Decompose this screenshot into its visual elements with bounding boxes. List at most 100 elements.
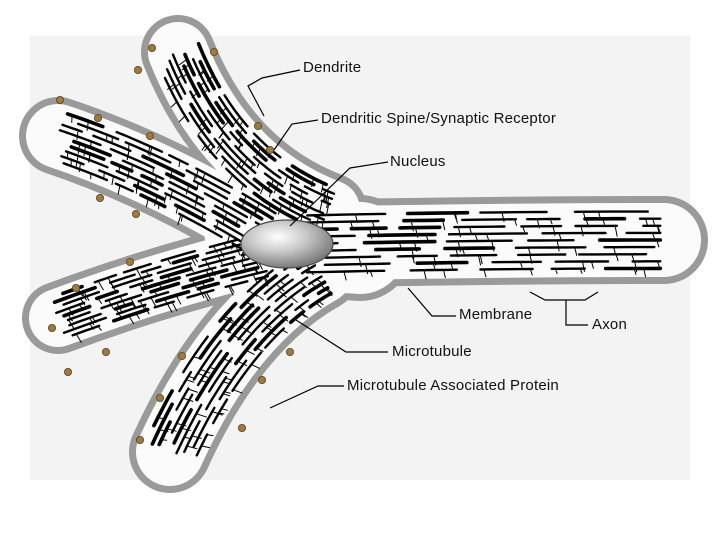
microtubule [186,289,215,299]
microtubule-associated-protein [254,293,265,301]
membrane-leader [407,287,456,317]
microtubule [303,185,334,201]
microtubule [261,303,294,333]
spine-dot [155,393,164,402]
microtubule [272,198,312,221]
microtubule-associated-protein [527,247,531,255]
microtubule [112,307,150,323]
microtubule-associated-protein [656,261,660,268]
label-dendritic-spine: Dendritic Spine/Synaptic Receptor [321,110,557,127]
microtubule-associated-protein [582,261,585,272]
microtubule-associated-protein [519,261,523,268]
microtubule [461,218,518,222]
microtubule-associated-protein [343,271,347,281]
microtubule [185,266,217,277]
microtubule-associated-protein [454,212,458,224]
microtubule-associated-protein [423,270,427,280]
microtubule [405,210,470,216]
microtubule-associated-protein [135,186,138,194]
microtubule-associated-protein [228,285,234,296]
microtubule [110,160,134,173]
spine-dot [253,122,262,131]
microtubule-associated-protein [207,434,214,437]
microtubule-associated-protein [554,268,558,275]
microtubule [150,402,174,446]
microtubule [140,275,181,291]
microtubule [402,218,446,223]
microtubule [409,268,459,272]
microtubule-associated-protein [643,268,647,278]
microtubule [100,293,143,310]
microtubule [108,273,136,284]
spine-dot [135,435,144,444]
spine-dot [133,66,142,75]
microtubule-associated-protein [225,377,232,381]
microtubule [149,281,181,294]
microtubule-associated-protein [221,120,230,130]
microtubule-associated-protein [240,184,244,191]
microtubule-associated-protein [656,239,660,248]
microtubule [189,90,214,128]
microtubule-associated-protein [75,333,83,344]
microtubule [109,147,156,170]
microtubule-associated-protein [163,193,168,204]
microtubule-associated-protein [652,232,655,239]
spine-dot [64,367,73,376]
spine-dot [48,323,57,332]
microtubule-associated-protein [457,226,461,238]
microtubule [115,130,164,153]
microtubule-associated-protein [186,379,195,383]
microtubule [98,169,126,183]
microtubule [197,134,218,160]
microtubule [66,311,91,322]
dendritic-spines [48,44,294,444]
spine-leader [273,119,319,151]
microtubule-associated-protein [579,268,583,274]
microtubule [137,291,170,303]
microtubule-associated-protein [195,169,199,179]
microtubule [224,167,248,188]
microtubule [398,225,442,230]
microtubule [252,139,277,162]
microtubule-associated-protein [185,184,190,195]
microtubule [170,393,194,434]
spine-dot [209,48,218,57]
microtubule [231,351,263,392]
microtubule [153,300,176,309]
microtubule-associated-protein [181,427,192,432]
microtubule [171,53,187,84]
microtubule [223,94,249,128]
microtubule [140,265,162,274]
microtubule-associated-protein [233,334,243,341]
microtubule-associated-protein [180,215,183,222]
microtubule-associated-protein [633,268,637,275]
microtubule-associated-protein [479,255,483,265]
spine-dot [237,423,246,432]
microtubule [168,180,205,201]
microtubule [191,58,211,93]
microtubule [205,243,241,255]
microtubule-associated-protein [201,445,211,449]
microtubule-associated-protein [178,115,186,123]
microtubule-associated-protein [245,349,255,356]
microtubule-associated-protein [97,280,104,291]
microtubule [163,76,190,123]
microtubule-associated-protein [284,175,289,185]
microtubule [164,192,207,216]
nucleus-shape [240,219,334,269]
microtubule-associated-protein [227,174,234,184]
microtubule [168,59,187,95]
microtubule-associated-protein [478,255,482,266]
microtubule [196,81,225,125]
microtubule [206,109,231,141]
microtubule-associated-protein [191,435,202,439]
microtubule-associated-protein [200,368,211,374]
microtubule-associated-protein [222,381,230,384]
microtubule [264,327,285,349]
microtubule [167,187,206,208]
microtubule-associated-protein [652,218,656,226]
microtubule [324,255,382,259]
microtubule [178,370,193,393]
microtubule [159,267,193,280]
microtubule-associated-protein [358,256,362,268]
